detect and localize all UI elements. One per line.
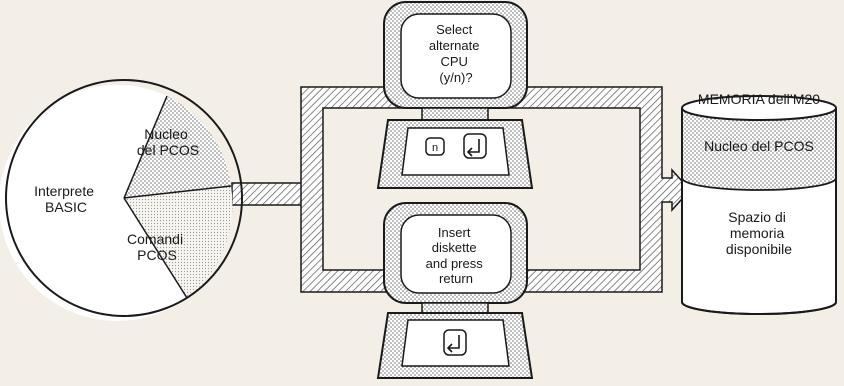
terminal-top: Select alternate CPU (y/n)? n [378, 2, 532, 188]
pie-label-interprete-line2: BASIC [45, 199, 87, 215]
return-key-icon [444, 330, 466, 355]
screen-line: Insert [438, 225, 471, 240]
screen-line: alternate [429, 38, 480, 53]
svg-text:Spazio di memoria: Spazio di memoria disponibile [726, 209, 792, 257]
memory-free-line3: disponibile [726, 241, 792, 257]
screen-line: CPU [440, 54, 467, 69]
pie-label-comandi-line2: PCOS [137, 247, 177, 263]
memory-cylinder: MEMORIA dell’M20 Nucleo del PCOS Spazio … [682, 91, 836, 314]
memory-free-line2: memoria [730, 225, 785, 241]
n-key-label: n [432, 142, 438, 154]
svg-text:Nucleo del PCOS: Nucleo del PCOS [137, 126, 199, 158]
pcos-pie-diagram: Nucleo del PCOS Interprete BASIC Comandi… [0, 80, 242, 321]
screen-line: return [439, 271, 473, 286]
pie-label-nucleo-line1: Nucleo [144, 126, 188, 142]
pie-label-interprete-line1: Interprete [34, 183, 94, 199]
terminal-bottom: Insert diskette and press return [378, 203, 532, 378]
screen-line: diskette [432, 240, 477, 255]
pie-label-comandi-line1: Comandi [127, 231, 183, 247]
return-key-icon [464, 134, 486, 158]
memory-free-line1: Spazio di [728, 209, 786, 225]
screen-line: and press [426, 256, 484, 271]
pie-label-nucleo-line2: del PCOS [137, 142, 199, 158]
screen-line: Select [436, 22, 473, 37]
screen-line: (y/n)? [439, 70, 472, 85]
memory-title: MEMORIA dell’M20 [698, 91, 820, 107]
memory-section-nucleo-label: Nucleo del PCOS [704, 138, 814, 154]
